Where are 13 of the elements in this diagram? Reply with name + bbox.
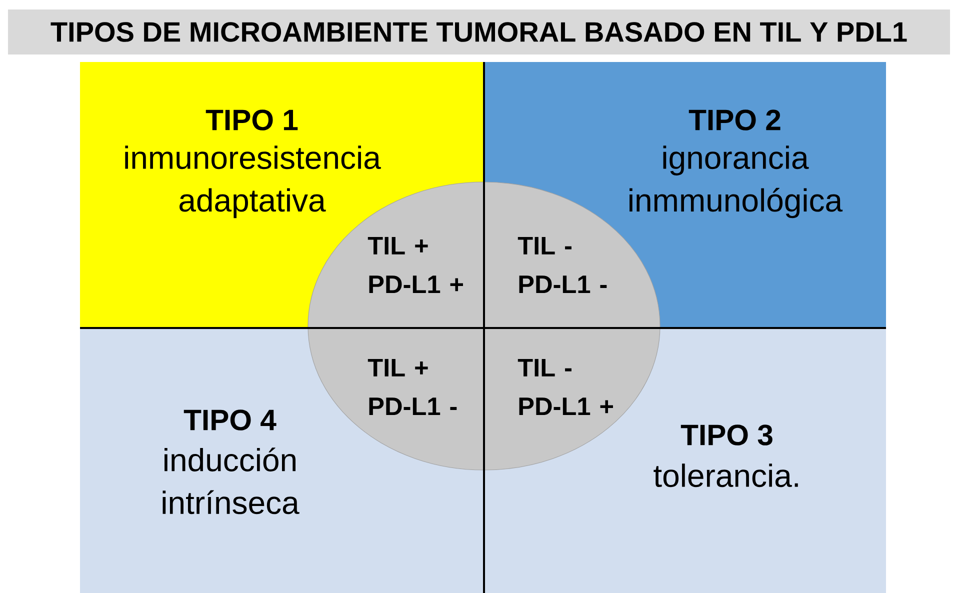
marker-label: TIL - PD-L1 + xyxy=(518,358,613,416)
type-heading: TIPO 1 xyxy=(206,110,298,130)
type-heading: TIPO 3 xyxy=(680,424,772,446)
marker-label: TIL + PD-L1 - xyxy=(368,358,457,416)
type-description: inmunoresistencia adaptativa xyxy=(125,146,381,218)
marker-label: TIL - PD-L1 - xyxy=(518,236,607,294)
marker-label: TIL + PD-L1 + xyxy=(368,236,463,294)
type-description: inducción intrínseca xyxy=(162,448,300,514)
title-banner: TIPOS DE MICROAMBIENTE TUMORAL BASADO EN TIL Y PDL1 xyxy=(8,10,950,54)
type-heading: TIPO 4 xyxy=(184,410,276,430)
type-description: tolerancia. xyxy=(654,464,798,488)
type-heading: TIPO 2 xyxy=(688,110,780,130)
type-description: ignorancia inmmunológica xyxy=(630,146,843,218)
